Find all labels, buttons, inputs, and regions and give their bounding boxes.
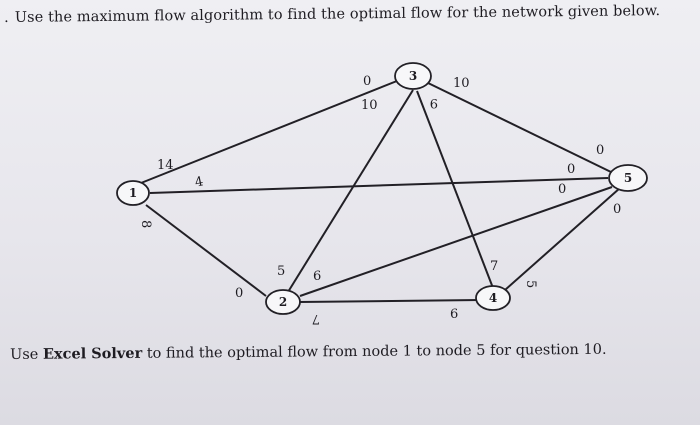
footer-prefix: Use: [10, 346, 44, 363]
cap-5-to-1: 0: [558, 182, 566, 197]
cap-1-to-2: 8: [138, 220, 153, 228]
node-4-label: 4: [489, 291, 497, 305]
cap-5-to-2: 0: [596, 143, 604, 158]
edge-1-5: [149, 177, 609, 194]
cap-5-to-3: 0: [567, 162, 575, 177]
cap-5-to-4: 0: [613, 202, 621, 217]
cap-3-to-4: 9: [430, 95, 438, 110]
edge-1-3: [140, 74, 413, 184]
edge-4-5: [504, 187, 621, 291]
node-5: 5: [608, 164, 648, 192]
cap-3-to-2: 10: [361, 98, 378, 113]
node-1-label: 1: [129, 186, 137, 200]
edge-2-4: [298, 299, 481, 303]
node-3: 3: [394, 62, 432, 90]
edge-1-2: [145, 204, 267, 297]
cap-4-to-5: 5: [523, 280, 538, 288]
node-5-label: 5: [624, 171, 632, 185]
edge-3-5: [425, 81, 612, 173]
edge-3-4: [416, 90, 494, 289]
cap-2-to-1: 0: [235, 286, 243, 301]
node-2: 2: [265, 289, 301, 315]
cap-2-to-4: 7: [312, 311, 320, 326]
cap-4-to-3: 7: [490, 259, 498, 274]
edge-3-2: [287, 89, 414, 293]
cap-2-to-3: 5: [277, 264, 285, 279]
footer-bold: Excel Solver: [42, 344, 143, 363]
cap-1-to-5: 4: [194, 174, 205, 190]
node-3-label: 3: [409, 69, 417, 83]
cap-4-to-2: 6: [450, 307, 458, 322]
node-4: 4: [475, 285, 511, 311]
node-2-label: 2: [279, 295, 287, 309]
cap-3-to-5: 10: [453, 76, 470, 91]
cap-1-to-3: 14: [157, 158, 174, 173]
cap-3-to-1: 0: [363, 74, 371, 89]
edge-2-5: [299, 186, 613, 297]
cap-2-to-5: 6: [313, 269, 321, 284]
node-1: 1: [116, 180, 150, 206]
